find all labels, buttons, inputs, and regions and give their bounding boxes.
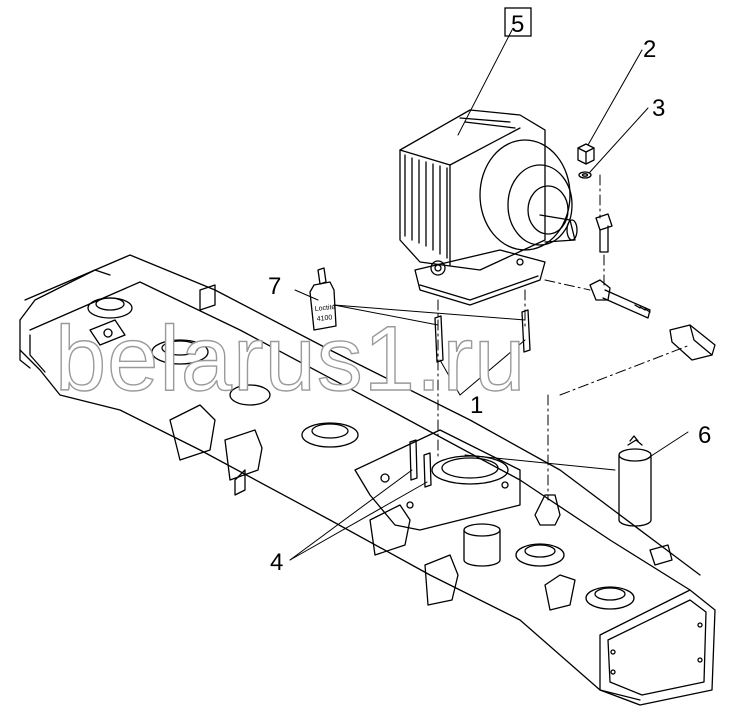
callout-6: 6 <box>698 422 711 449</box>
support-bracket <box>534 494 561 526</box>
assembly-guide-lines <box>437 174 691 501</box>
spray-can <box>618 435 652 527</box>
sleeve <box>463 523 501 567</box>
bolt-vertical <box>595 213 613 253</box>
callout-3: 3 <box>652 95 665 122</box>
studs-pair <box>434 309 531 363</box>
loctite-bottle <box>309 267 337 331</box>
bottle-label-line2: 4100 <box>316 314 332 323</box>
leader-lines <box>289 29 689 561</box>
studs-short <box>409 439 432 488</box>
axle-beam-frame <box>19 254 716 706</box>
callout-5: 5 <box>511 11 524 38</box>
callout-2: 2 <box>643 36 656 63</box>
callout-7: 7 <box>268 273 281 300</box>
gearbox-assembly <box>399 109 578 306</box>
callout-4: 4 <box>270 549 283 576</box>
bottle-label-line1: Loctite <box>314 304 335 313</box>
callout-box-5 <box>504 7 532 37</box>
callout-1: 1 <box>470 392 483 419</box>
nut-and-washer <box>577 143 595 179</box>
watermark-text: belarus1.ru <box>55 308 526 410</box>
bushing-and-shaft <box>589 279 716 361</box>
